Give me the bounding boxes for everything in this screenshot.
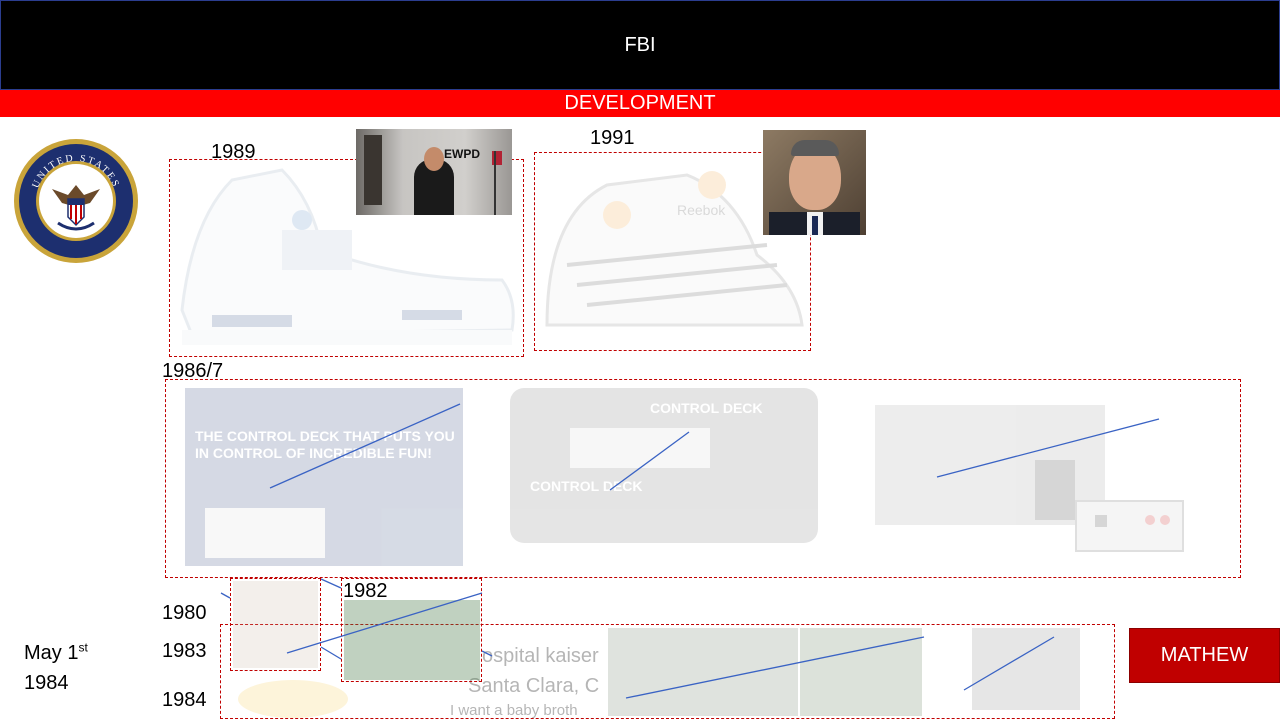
mathew-button[interactable]: MATHEW	[1129, 628, 1280, 683]
hospital-photo-1	[608, 628, 798, 716]
nes-box-top-text: CONTROL DECK	[650, 400, 763, 416]
hospital-photo-3	[972, 628, 1080, 710]
title-bar: FBI	[0, 0, 1280, 90]
gear-graphic	[238, 680, 348, 718]
date-month-day: May 1	[24, 642, 79, 664]
ghost-text-line1: ospital kaiser	[482, 645, 599, 667]
year-1991: 1991	[590, 127, 635, 149]
reebok-pump-image: Reebok	[537, 155, 809, 348]
page-title: FBI	[624, 33, 656, 56]
date-year: 1984	[24, 672, 69, 694]
year-1984: 1984	[162, 689, 207, 711]
nes-console-image	[875, 405, 1184, 552]
ghost-text-line3: I want a baby broth	[450, 702, 578, 719]
navy-seal-icon: UNITED STATES NAVY	[12, 137, 140, 265]
portrait-photo	[763, 130, 866, 235]
nes-box-top-image: CONTROL DECK CONTROL DECK	[510, 388, 818, 543]
hospital-photo-2	[800, 628, 922, 716]
police-officer-photo: EWPD	[356, 129, 512, 215]
item-1982-photo	[344, 600, 480, 680]
year-1983: 1983	[162, 640, 207, 662]
year-1989: 1989	[211, 141, 256, 163]
nes-box-front-text: THE CONTROL DECK THAT PUTS YOU IN CONTRO…	[195, 428, 455, 461]
shoe-1991-frame	[534, 152, 811, 351]
year-1986-7: 1986/7	[162, 360, 224, 382]
nes-box-label-text: CONTROL DECK	[530, 478, 643, 494]
development-label: DEVELOPMENT	[564, 92, 716, 114]
item-1980-photo	[233, 581, 318, 668]
shoe-brand-text: Reebok	[677, 202, 726, 218]
hospital-1984-frame	[220, 624, 1115, 719]
date-suffix: st	[78, 640, 88, 655]
shoe-1989-frame	[169, 159, 524, 357]
development-bar: DEVELOPMENT	[0, 90, 1280, 117]
police-sign: EWPD	[444, 147, 480, 161]
birth-date: May 1st 1984	[24, 638, 88, 698]
jordan-shoe-image	[172, 160, 522, 355]
nes-box-front-image: THE CONTROL DECK THAT PUTS YOU IN CONTRO…	[185, 388, 463, 566]
mathew-label: MATHEW	[1160, 644, 1249, 666]
year-1980: 1980	[162, 602, 207, 624]
ghost-text-line2: Santa Clara, C	[468, 675, 600, 697]
nes-frame	[165, 379, 1241, 578]
